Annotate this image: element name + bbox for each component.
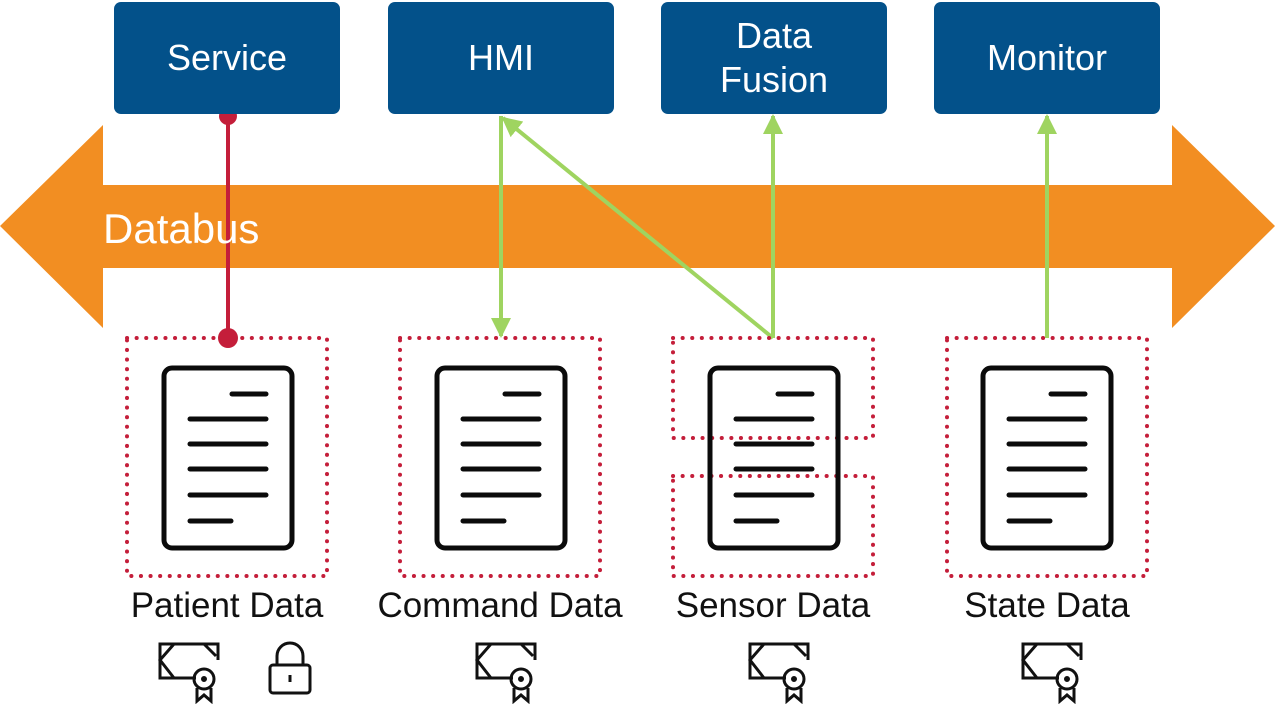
certificate-icon xyxy=(158,642,220,704)
command-data-box xyxy=(398,336,602,578)
certificate-icon xyxy=(475,642,537,704)
certificate-icon xyxy=(1021,642,1083,704)
sensor-data-label: Sensor Data xyxy=(675,586,871,625)
app-data-fusion[interactable]: Data Fusion xyxy=(661,2,887,114)
app-data-fusion-label: Data Fusion xyxy=(719,15,829,100)
lock-icon xyxy=(268,641,312,695)
document-icon xyxy=(707,365,841,551)
state-data-box xyxy=(945,336,1149,578)
app-service[interactable]: Service xyxy=(114,2,340,114)
sensor-data-box-upper xyxy=(671,336,875,440)
document-icon xyxy=(434,365,568,551)
command-data-label: Command Data xyxy=(377,586,623,625)
databus-label: Databus xyxy=(103,205,260,252)
app-monitor[interactable]: Monitor xyxy=(934,2,1160,114)
app-hmi-label: HMI xyxy=(468,37,534,78)
document-icon xyxy=(980,365,1114,551)
app-service-label: Service xyxy=(166,37,288,78)
sensor-data-box-lower xyxy=(671,474,875,578)
patient-data-box xyxy=(125,336,329,578)
app-monitor-label: Monitor xyxy=(986,37,1108,78)
document-icon xyxy=(161,365,295,551)
sensor-to-hmi-arrow xyxy=(501,116,775,340)
app-hmi[interactable]: HMI xyxy=(388,2,614,114)
certificate-icon xyxy=(748,642,810,704)
state-data-label: State Data xyxy=(964,586,1130,625)
patient-data-label: Patient Data xyxy=(130,586,324,625)
